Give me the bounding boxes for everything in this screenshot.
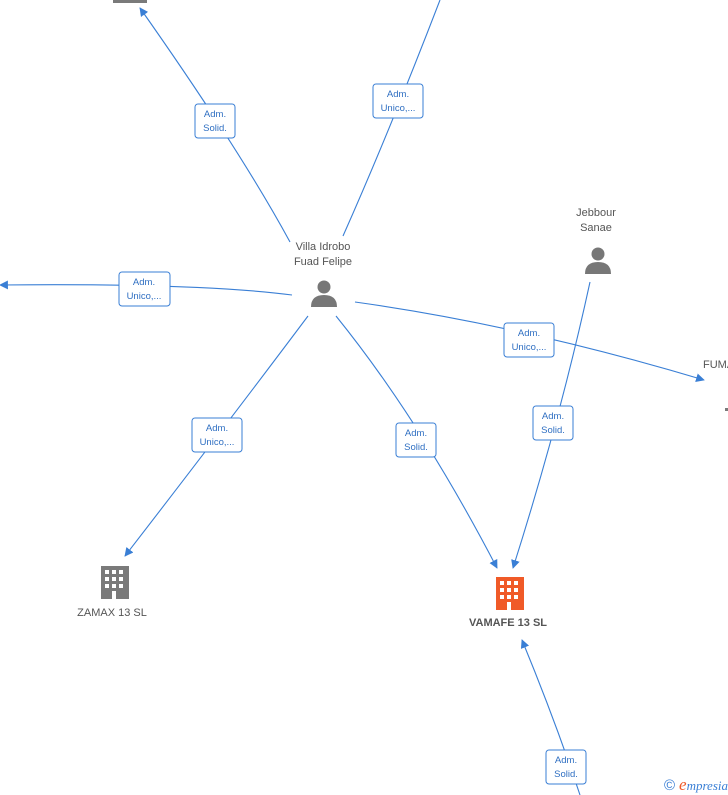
svg-text:Adm.: Adm.: [387, 89, 409, 100]
edge-label-bottom[interactable]: Adm. Solid.: [545, 749, 587, 785]
edge-label-right[interactable]: Adm. Unico,...: [503, 322, 555, 358]
svg-text:Solid.: Solid.: [541, 425, 565, 436]
person-icon: [585, 247, 611, 274]
empresia-watermark: ©empresia: [664, 775, 728, 795]
edge-label-vamafe[interactable]: Adm. Solid.: [395, 422, 437, 458]
svg-text:Unico,...: Unico,...: [512, 342, 547, 353]
svg-text:Adm.: Adm.: [133, 277, 155, 288]
edge-label-top[interactable]: Adm. Unico,...: [372, 83, 424, 119]
person-node-jebbour[interactable]: Jebbour Sanae: [576, 207, 616, 274]
svg-text:Solid.: Solid.: [203, 123, 227, 134]
company-node-vamafe[interactable]: VAMAFE 13 SL: [469, 577, 547, 629]
edge-label-zamax[interactable]: Adm. Unico,...: [191, 417, 243, 453]
svg-text:Adm.: Adm.: [405, 428, 427, 439]
edge-label-jebbour[interactable]: Adm. Solid.: [532, 405, 574, 441]
edge-label-left[interactable]: Adm. Unico,...: [118, 271, 171, 307]
building-icon: [496, 577, 524, 610]
company-name: ZAMAX 13 SL: [77, 607, 147, 619]
empresia-logo-e: e: [679, 775, 687, 794]
svg-text:Solid.: Solid.: [404, 442, 428, 453]
edge-label-topleft[interactable]: Adm. Solid.: [194, 103, 236, 139]
company-name: FUMA: [703, 359, 728, 371]
svg-text:Unico,...: Unico,...: [381, 103, 416, 114]
building-icon-topleft[interactable]: [113, 0, 147, 3]
svg-text:Unico,...: Unico,...: [200, 437, 235, 448]
company-node-fuma[interactable]: FUMA: [703, 359, 728, 411]
person-name-line2: Fuad Felipe: [294, 256, 352, 268]
svg-text:Adm.: Adm.: [555, 755, 577, 766]
svg-text:Unico,...: Unico,...: [127, 291, 162, 302]
person-name-line1: Villa Idrobo: [296, 241, 351, 253]
svg-text:Adm.: Adm.: [518, 328, 540, 339]
svg-text:Solid.: Solid.: [554, 769, 578, 780]
svg-text:Adm.: Adm.: [204, 109, 226, 120]
edge-villa-left[interactable]: [0, 280, 293, 296]
person-name-line2: Sanae: [580, 222, 612, 234]
person-node-villa[interactable]: Villa Idrobo Fuad Felipe: [294, 241, 352, 307]
company-name: VAMAFE 13 SL: [469, 617, 547, 629]
person-icon: [311, 280, 337, 307]
edge-villa-top[interactable]: [342, 0, 441, 237]
company-node-zamax[interactable]: ZAMAX 13 SL: [77, 566, 147, 619]
svg-text:Adm.: Adm.: [542, 411, 564, 422]
copyright-symbol: ©: [663, 777, 676, 794]
empresia-logo-text: mpresia: [686, 778, 728, 793]
building-icon: [101, 566, 129, 599]
building-icon: [725, 408, 728, 411]
svg-text:Adm.: Adm.: [206, 423, 228, 434]
person-name-line1: Jebbour: [576, 207, 616, 219]
